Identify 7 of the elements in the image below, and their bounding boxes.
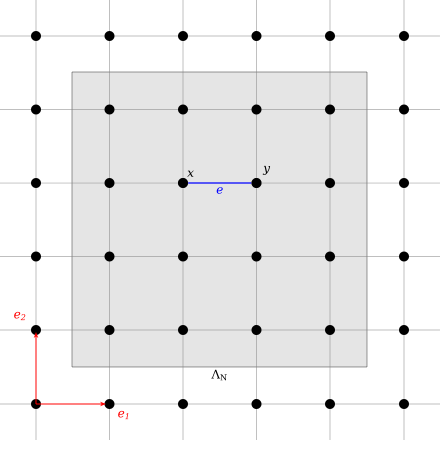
edge-label: e [216, 187, 223, 194]
vector-label: e$_{1}$ [118, 410, 128, 420]
point-label: x [187, 170, 194, 177]
lattice-edge [188, 182, 252, 184]
point-label: y [262, 166, 270, 175]
vector-label: e$_{2}$ [14, 312, 26, 320]
node-label: Λ$_{N}$ [211, 370, 227, 380]
